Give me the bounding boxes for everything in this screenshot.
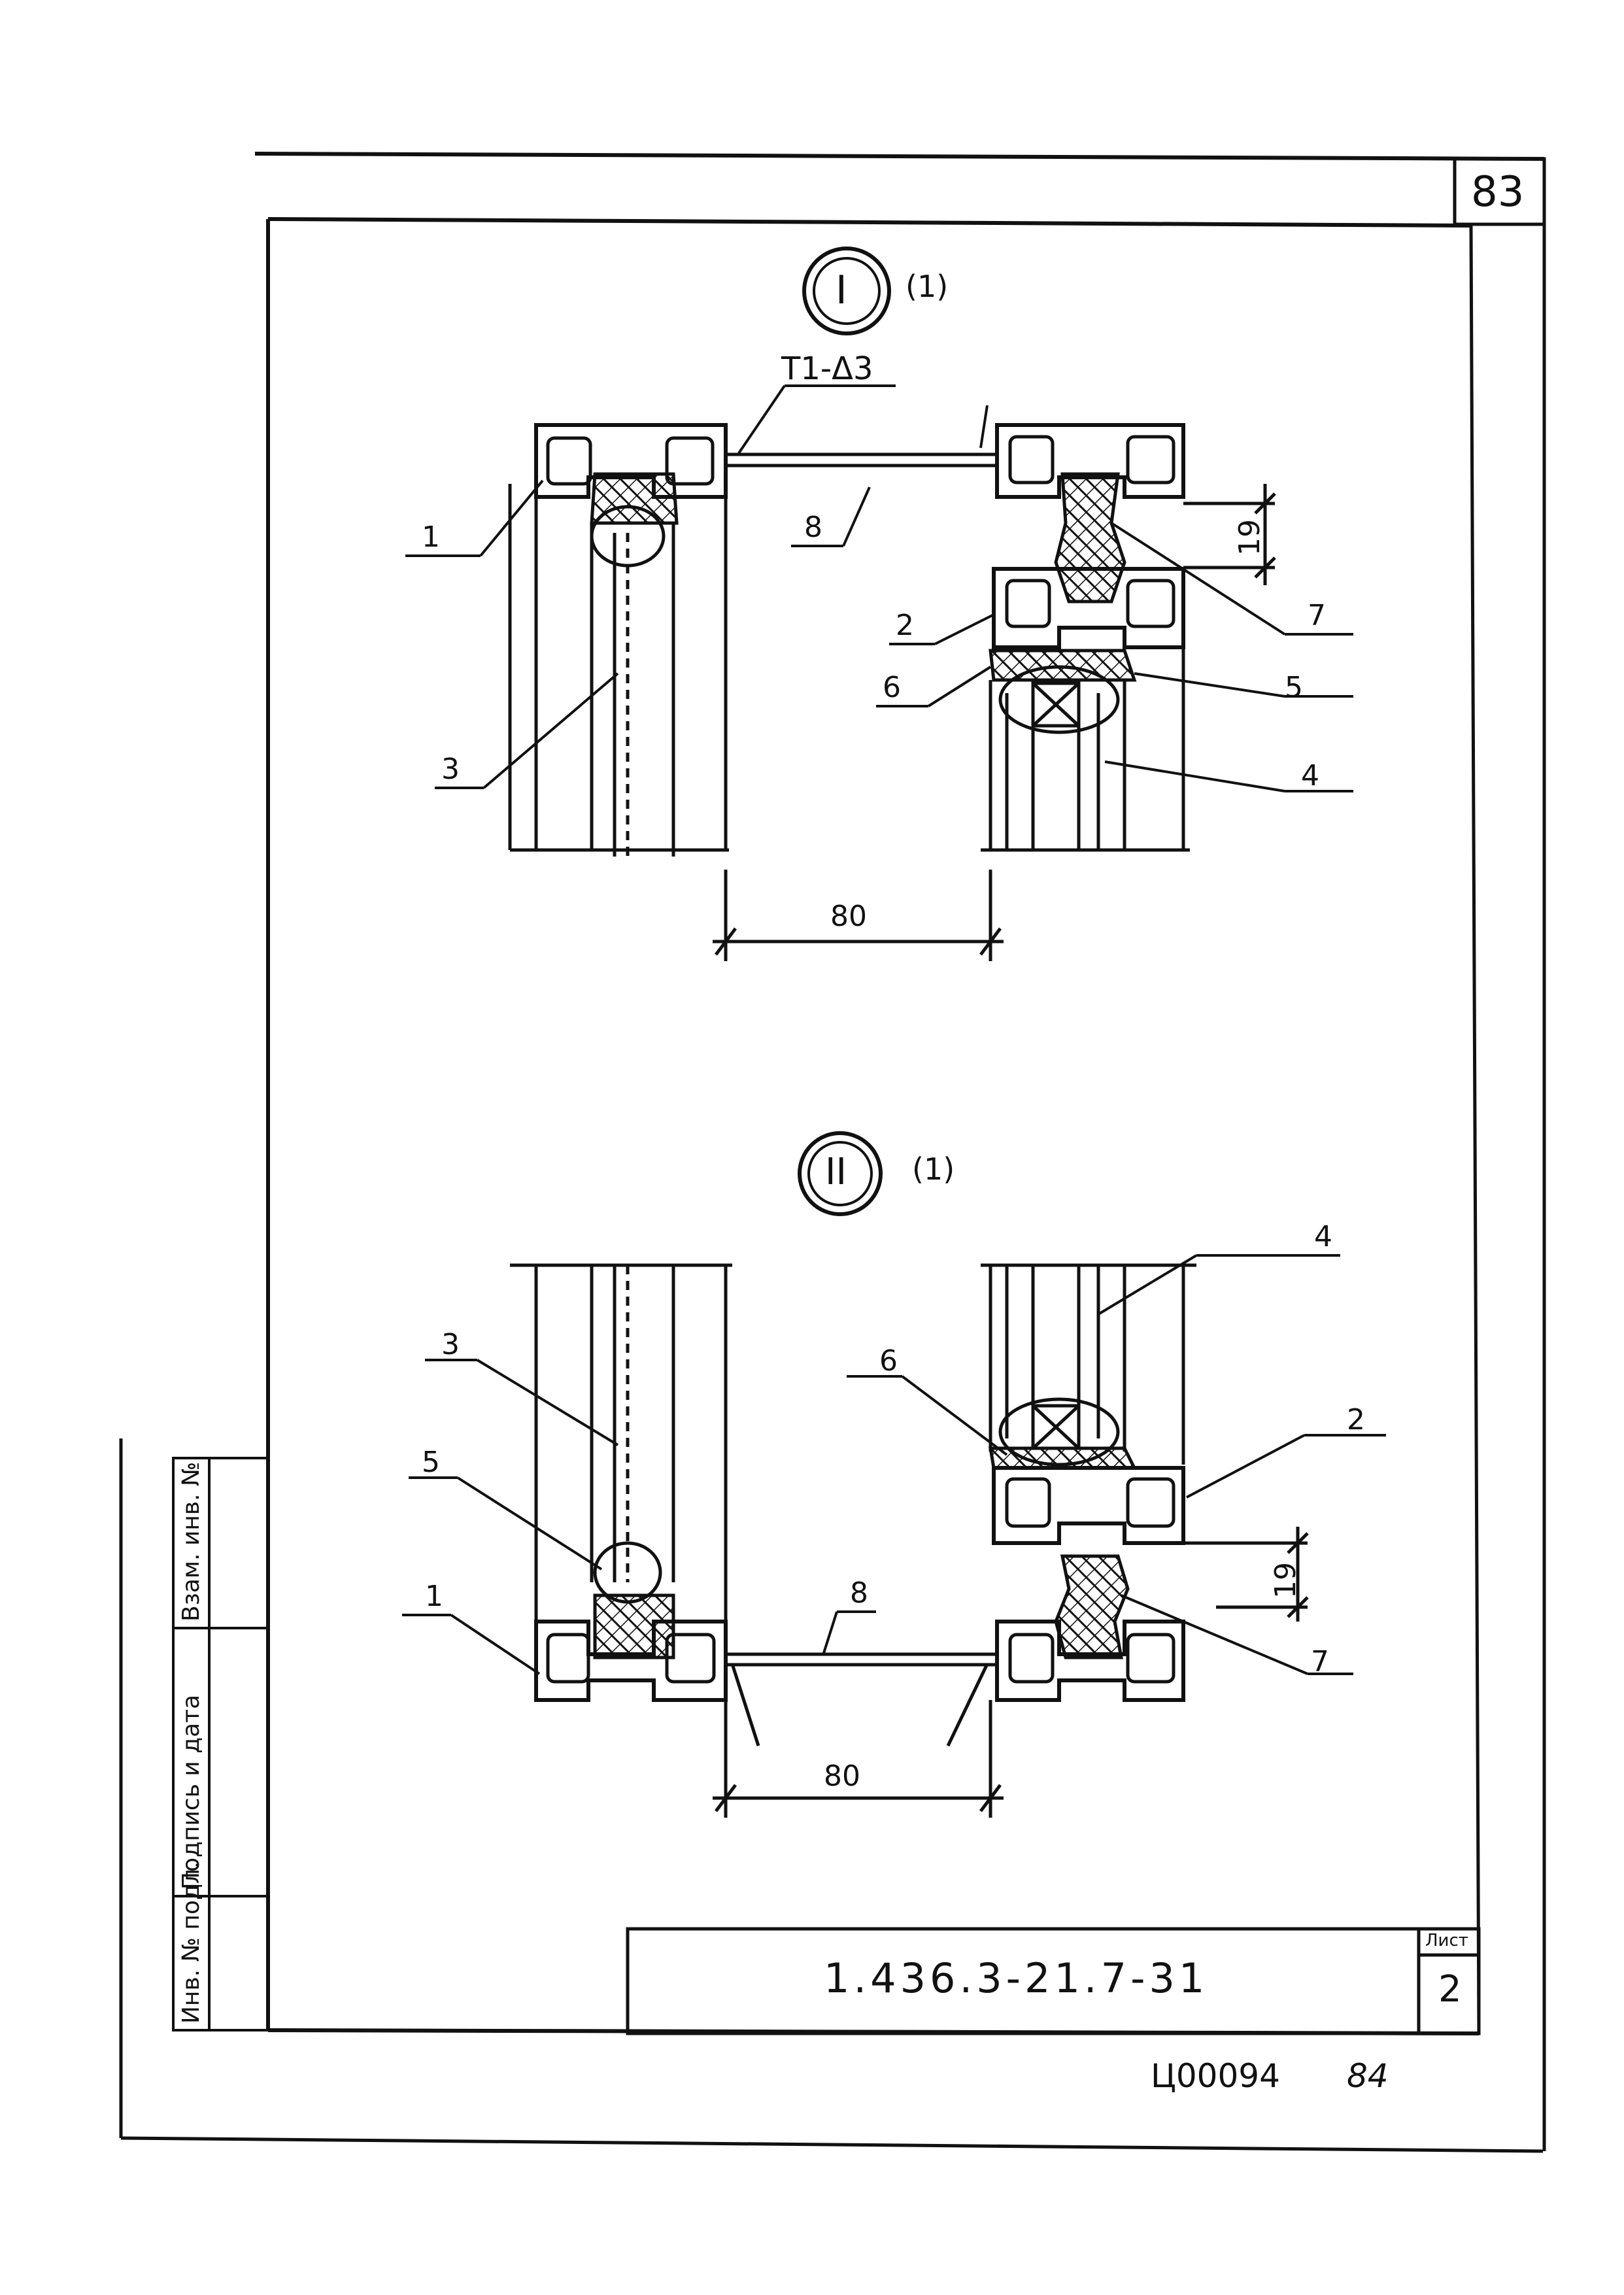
detail-1-callout-5: 5 (1285, 671, 1303, 704)
title-block (626, 1927, 1481, 2035)
detail-2-callout-1: 1 (425, 1580, 443, 1613)
detail-1-roman: I (836, 267, 847, 313)
stamp-signature-date: Подпись и дата (178, 1694, 205, 1890)
detail-2-dim-width: 80 (824, 1760, 860, 1793)
detail-1-callout-1: 1 (422, 520, 440, 554)
sheet-label: Лист (1425, 1931, 1468, 1950)
page-number-bottom: 84 (1347, 2057, 1389, 2095)
sheet-value: 2 (1438, 1968, 1462, 2011)
stamp-replacement-inv: Взам. инв. № (178, 1461, 205, 1622)
detail-1-dim-gap: 19 (1233, 519, 1266, 556)
detail-1-drawing (405, 246, 1353, 961)
drawing-code: 1.436.3-21.7-31 (824, 1954, 1209, 2002)
detail-2-callout-7: 7 (1311, 1645, 1329, 1678)
archive-number: Ц00094 (1151, 2057, 1280, 2095)
detail-2-callout-3: 3 (441, 1328, 460, 1361)
detail-1-weld-note: Т1-Δ3 (781, 350, 873, 387)
detail-1-callout-8: 8 (804, 511, 822, 544)
detail-1-callout-4: 4 (1301, 759, 1319, 792)
detail-2-callout-8: 8 (850, 1576, 868, 1610)
page-number: 83 (1471, 168, 1525, 216)
detail-1-callout-2: 2 (896, 609, 914, 642)
detail-2-callout-2: 2 (1347, 1403, 1365, 1436)
detail-1-dim-width: 80 (830, 900, 867, 933)
detail-2-callout-5: 5 (422, 1446, 440, 1479)
detail-1-callout-3: 3 (441, 753, 460, 786)
detail-2-dim-gap: 19 (1269, 1562, 1302, 1599)
detail-2-roman: II (825, 1151, 847, 1193)
detail-2-callout-4: 4 (1314, 1220, 1332, 1253)
detail-1-ref: (1) (905, 269, 949, 304)
side-stamp-frame (172, 1457, 269, 2032)
detail-1-callout-6: 6 (883, 671, 901, 704)
detail-2-ref: (1) (912, 1151, 955, 1187)
detail-2-callout-6: 6 (879, 1344, 898, 1378)
detail-1-callout-7: 7 (1308, 599, 1326, 632)
detail-2-drawing (402, 1131, 1386, 1818)
